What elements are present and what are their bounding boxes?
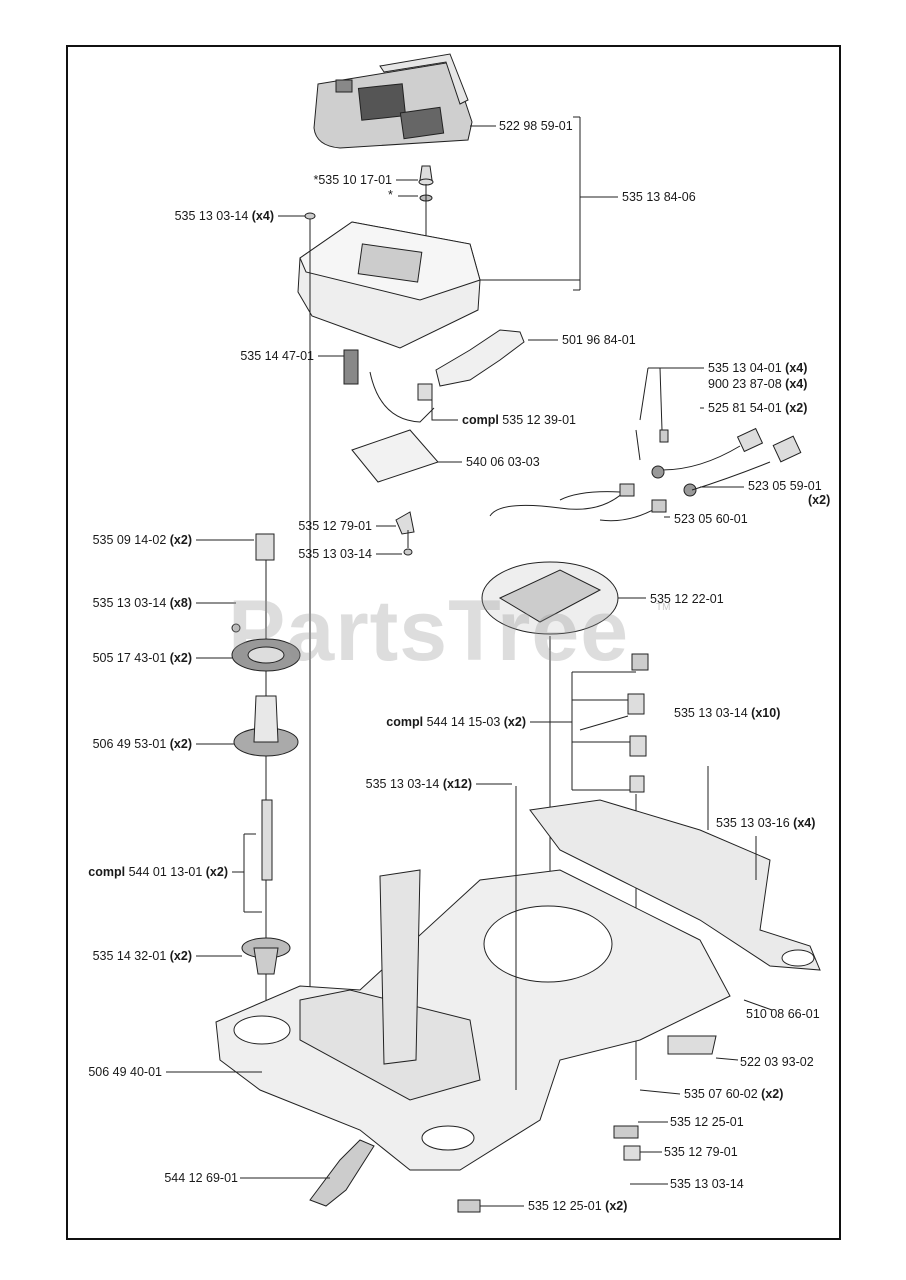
callout-535-09-14-02: 535 09 14-02 (x2) — [92, 533, 192, 547]
callout-535-13-03-14-single-upper: 535 13 03-14 — [298, 547, 372, 561]
callout-535-14-32-01: 535 14 32-01 (x2) — [92, 949, 192, 963]
trademark-mark: TM — [656, 602, 671, 613]
callout-535-12-79-01-upper: 535 12 79-01 — [298, 519, 372, 533]
callout-535-12-25-01-single: 535 12 25-01 — [670, 1115, 744, 1129]
callout-900-23-87-08: 900 23 87-08 (x4) — [708, 377, 808, 391]
callout-506-49-40-01: 506 49 40-01 — [88, 1065, 162, 1079]
callout-star: * — [388, 188, 393, 202]
callout-535-13-03-14-x12: 535 13 03-14 (x12) — [365, 777, 472, 791]
callout-535-10-17-01: *535 10 17-01 — [313, 173, 392, 187]
callout-544-12-69-01: 544 12 69-01 — [164, 1171, 238, 1185]
callout-510-08-66-01: 510 08 66-01 — [746, 1007, 820, 1021]
diagram-frame — [66, 45, 841, 1240]
partstree-watermark: PartsTree — [228, 583, 630, 679]
callout-535-12-79-01-lower: 535 12 79-01 — [664, 1145, 738, 1159]
callout-compl-535-12-39-01: compl 535 12 39-01 — [462, 413, 576, 427]
base-plate-part — [166, 869, 731, 1171]
callout-535-13-84-06: 535 13 84-06 — [622, 190, 696, 204]
callout-523-05-60-01: 523 05 60-01 — [674, 512, 748, 526]
callout-506-49-53-01: 506 49 53-01 (x2) — [92, 737, 192, 751]
callout-523-05-59-01: 523 05 59-01(x2) — [748, 479, 831, 507]
callout-535-12-22-01: 535 12 22-01 — [650, 592, 724, 606]
callout-501-96-84-01: 501 96 84-01 — [562, 333, 636, 347]
circuit-board-part — [351, 429, 462, 483]
callout-535-13-03-14-x4: 535 13 03-14 (x4) — [174, 209, 274, 223]
callout-525-81-54-01: 525 81 54-01 (x2) — [708, 401, 808, 415]
right-mount-plate-part — [529, 766, 821, 1011]
callout-535-07-60-02: 535 07 60-02 (x2) — [684, 1087, 784, 1101]
callout-compl-544-01-13-01: compl 544 01 13-01 (x2) — [88, 865, 228, 879]
callout-535-13-03-14-x8: 535 13 03-14 (x8) — [92, 596, 192, 610]
callout-compl-544-14-15-03: compl 544 14 15-03 (x2) — [386, 715, 526, 729]
callout-535-13-04-01: 535 13 04-01 (x4) — [708, 361, 808, 375]
callout-535-13-03-14-single-lower: 535 13 03-14 — [670, 1177, 744, 1191]
housing-cover-part — [278, 212, 481, 1000]
rotary-wheel-part — [481, 561, 646, 944]
callout-535-13-03-16: 535 13 03-16 (x4) — [716, 816, 816, 830]
callout-505-17-43-01: 505 17 43-01 (x2) — [92, 651, 192, 665]
callout-535-12-25-01-x2: 535 12 25-01 (x2) — [528, 1199, 628, 1213]
callout-522-03-93-02: 522 03 93-02 — [740, 1055, 814, 1069]
callout-540-06-03-03: 540 06 03-03 — [466, 455, 540, 469]
keypad-panel-part — [313, 53, 473, 149]
callout-535-14-47-01: 535 14 47-01 — [240, 349, 314, 363]
callout-522-98-59-01: 522 98 59-01 — [499, 119, 573, 133]
callout-535-13-03-14-x10: 535 13 03-14 (x10) — [674, 706, 781, 720]
